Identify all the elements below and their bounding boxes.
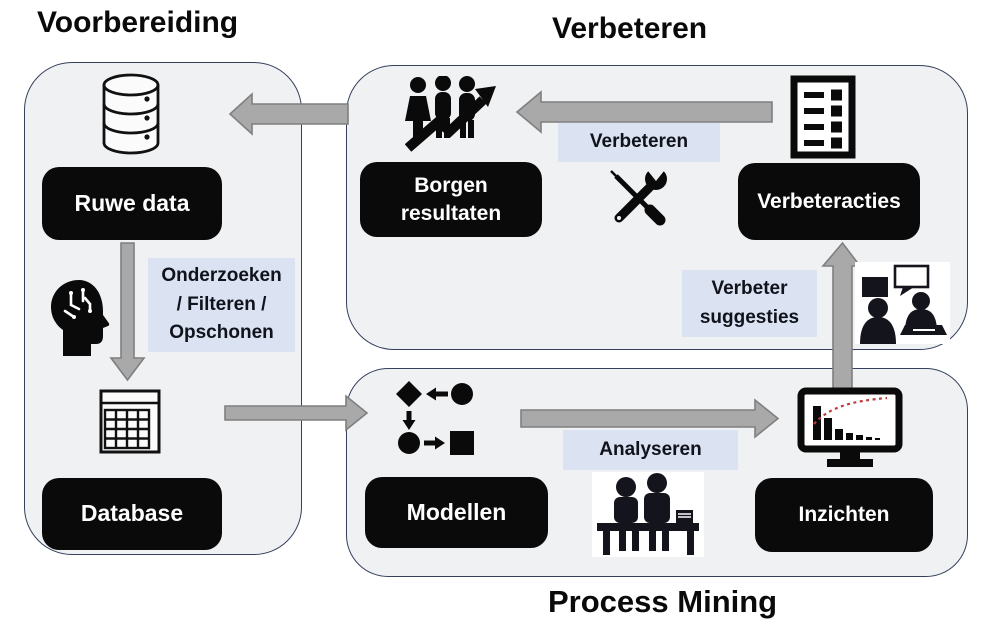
arrow-inzichten-to-verbeteracties (821, 241, 862, 393)
node-borgen-line1: Borgen (414, 174, 488, 198)
arrow-ruwedata-to-database (109, 242, 146, 382)
ai-brain-icon (45, 278, 111, 358)
step-label-verbeter-suggesties: Verbeter suggesties (682, 270, 817, 337)
node-ruwe-data-label: Ruwe data (74, 189, 190, 216)
step-label-line: suggesties (699, 306, 800, 328)
step-label-line: Verbeter (711, 278, 788, 299)
arrow-verbeteracties-to-borgen (515, 90, 773, 134)
arrow-modellen-to-inzichten (520, 398, 780, 439)
arrow-database-to-modellen (224, 394, 369, 432)
node-verbeteracties: Verbeteracties (738, 163, 920, 240)
step-label-line: / Filteren / (176, 293, 267, 315)
step-label-line: Analyseren (599, 438, 702, 460)
checklist-icon (790, 75, 856, 159)
data-table-icon (98, 388, 162, 455)
analysts-desk-icon (592, 472, 704, 557)
title-preparation: Voorbereiding (37, 6, 239, 39)
step-label-line: Opschonen (169, 322, 274, 344)
node-verbeteracties-label: Verbeteracties (757, 189, 901, 213)
node-modellen-label: Modellen (406, 498, 507, 525)
step-label-onderzoeken: Onderzoeken / Filteren / Opschonen (148, 258, 295, 352)
step-label-line: Verbeteren (589, 131, 689, 153)
node-inzichten: Inzichten (755, 478, 933, 552)
step-label-line: Onderzoeken (161, 265, 282, 287)
node-database-label: Database (80, 500, 184, 527)
meeting-laptop-icon (855, 262, 950, 344)
title-improvement: Verbeteren (552, 12, 708, 45)
title-process-mining: Process Mining (548, 584, 778, 619)
team-growth-arrow-icon (405, 76, 497, 152)
step-label-analyseren: Analyseren (563, 430, 738, 470)
monitor-pareto-chart-icon (797, 387, 903, 469)
step-label-verbeteren: Verbeteren (558, 123, 720, 162)
crossed-tools-icon (606, 166, 670, 230)
node-modellen: Modellen (365, 477, 548, 548)
node-borgen-line2: resultaten (400, 201, 502, 225)
arrow-improvement-to-preparation (228, 92, 349, 136)
node-inzichten-label: Inzichten (798, 503, 890, 527)
database-cylinder-icon (100, 73, 162, 155)
node-ruwe-data: Ruwe data (42, 167, 222, 240)
node-database: Database (42, 478, 222, 550)
node-borgen-resultaten: Borgen resultaten (360, 162, 542, 237)
process-model-flow-icon (396, 380, 476, 456)
